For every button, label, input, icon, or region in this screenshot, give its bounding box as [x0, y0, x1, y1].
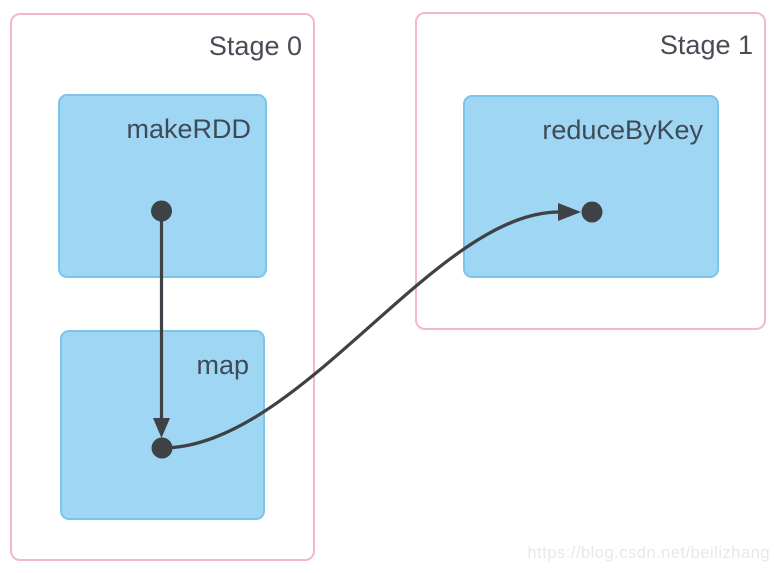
node-makerdd: makeRDD [58, 94, 267, 278]
node-map-label: map [196, 350, 249, 380]
watermark: https://blog.csdn.net/beilizhang [527, 544, 770, 562]
stage-0-group: Stage 0 makeRDD map [10, 13, 315, 561]
node-map: map [60, 330, 265, 520]
stage-1-label: Stage 1 [659, 30, 753, 60]
node-reducebykey: reduceByKey [463, 95, 719, 278]
stage-1-group: Stage 1 reduceByKey [415, 12, 766, 330]
node-makerdd-label: makeRDD [126, 114, 251, 144]
stage-0-label: Stage 0 [208, 31, 302, 61]
node-reducebykey-label: reduceByKey [542, 115, 703, 145]
